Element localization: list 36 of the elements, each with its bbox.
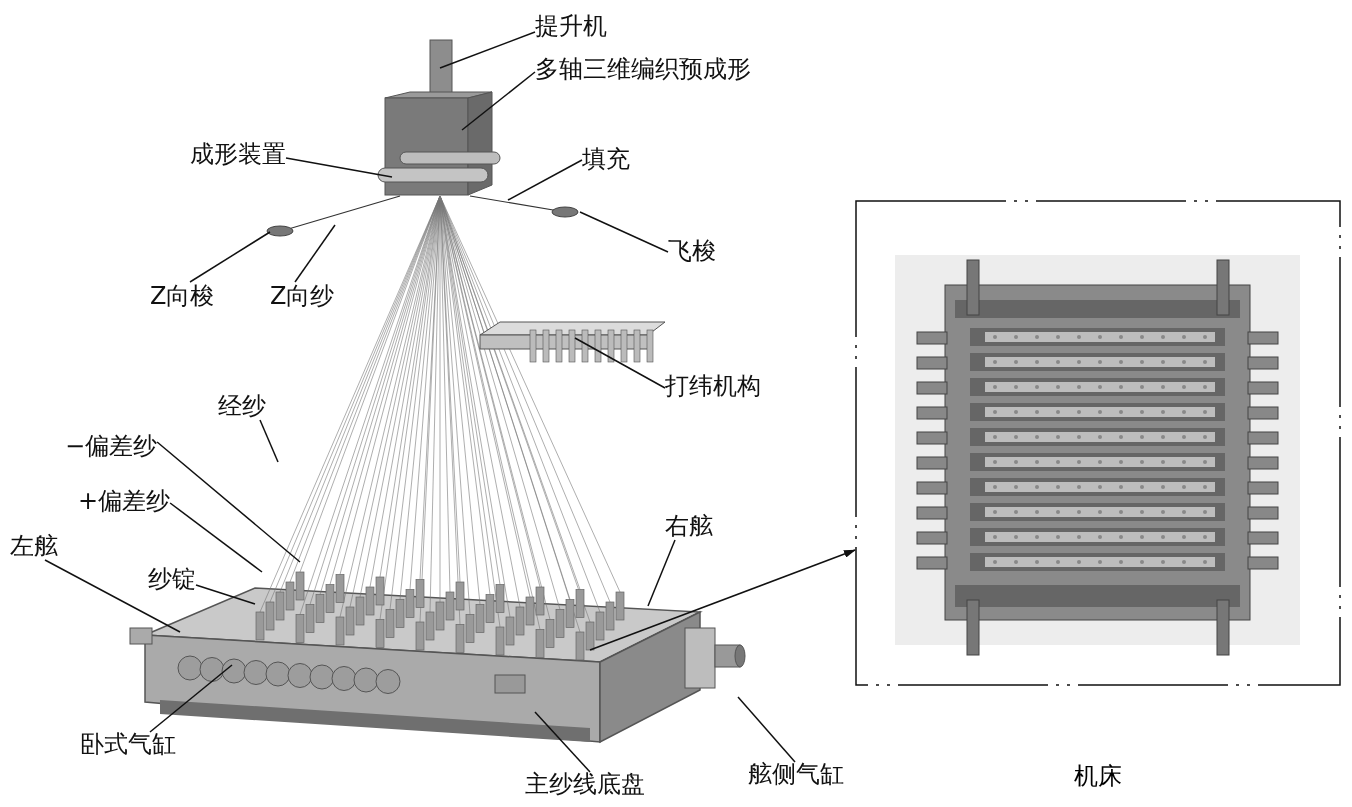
part-label: 经纱 (218, 392, 266, 420)
leader-line (737, 696, 796, 763)
part-label: 填充 (582, 145, 630, 173)
leader-line (574, 337, 666, 389)
part-label: +偏差纱 (78, 487, 171, 515)
leader-line (294, 224, 336, 283)
part-label: 左舷 (10, 532, 58, 560)
leader-line (149, 664, 233, 733)
leader-line (44, 559, 181, 633)
leader-line (647, 539, 676, 607)
leader-line (156, 441, 301, 563)
part-label: 多轴三维编织预成形 (535, 55, 751, 83)
leader-line (195, 584, 256, 605)
leader-line (285, 157, 393, 178)
part-label: −偏差纱 (65, 432, 158, 460)
part-label: 打纬机构 (665, 372, 761, 400)
part-label: 主纱线底盘 (525, 770, 645, 798)
part-label: 舷侧气缸 (748, 760, 844, 788)
part-label: 飞梭 (668, 237, 716, 265)
leader-line (507, 159, 583, 201)
view-caption: 机床 (1074, 762, 1122, 790)
part-label: 提升机 (535, 12, 607, 40)
part-label: Z向纱 (270, 282, 335, 310)
leader-line (259, 419, 279, 463)
part-label: 纱锭 (148, 565, 196, 593)
leader-line (461, 71, 536, 131)
leader-line (579, 211, 669, 253)
arrow (589, 549, 856, 651)
part-label: 右舷 (665, 512, 713, 540)
leader-line (439, 31, 536, 69)
part-label: 成形装置 (190, 140, 286, 168)
part-label: 卧式气缸 (80, 730, 176, 758)
part-label: Z向梭 (150, 282, 215, 310)
leader-line (534, 711, 591, 773)
leader-line (189, 231, 271, 283)
leader-line (169, 502, 263, 573)
